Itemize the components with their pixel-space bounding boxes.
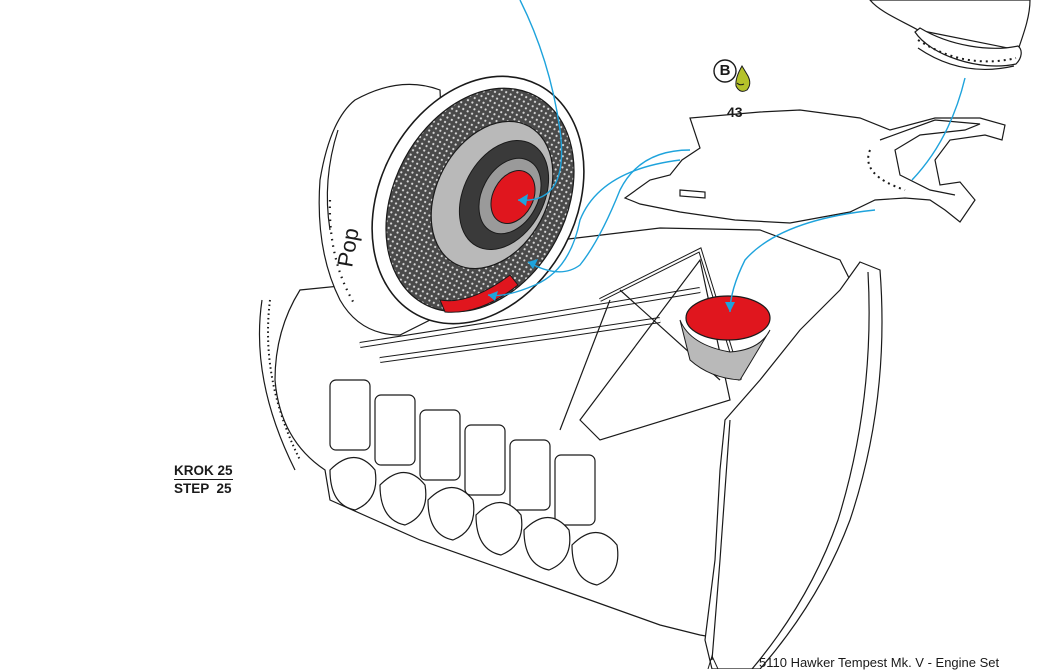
step-label: KROK 25 STEP 25 [174,463,233,496]
arrow-to-grille-center [517,0,563,201]
paint-callout-letter: B [719,62,731,79]
arrow-to-grille-base [487,159,681,297]
intake-frame-part [623,109,1006,224]
assembly-arrows [487,0,966,313]
upper-duct-part [869,0,1031,71]
side-panel-part [704,261,883,669]
grille-center-highlight [439,170,536,313]
right-intake-highlight [679,295,771,381]
paint-drop-icon [735,65,751,92]
corner-edge [707,654,719,669]
arrow-to-grille-lower [527,149,691,273]
arrow-from-upper-duct [911,77,966,181]
paint-callout [713,59,751,92]
step-label-krok: KROK 25 [174,463,233,480]
arrow-to-right-intake [729,209,876,313]
step-label-step: STEP 25 [174,481,232,496]
arrow-heads [488,194,735,312]
part-number-label: 43 [727,104,743,120]
footer-title: 5110 Hawker Tempest Mk. V - Engine Set [759,655,1000,670]
